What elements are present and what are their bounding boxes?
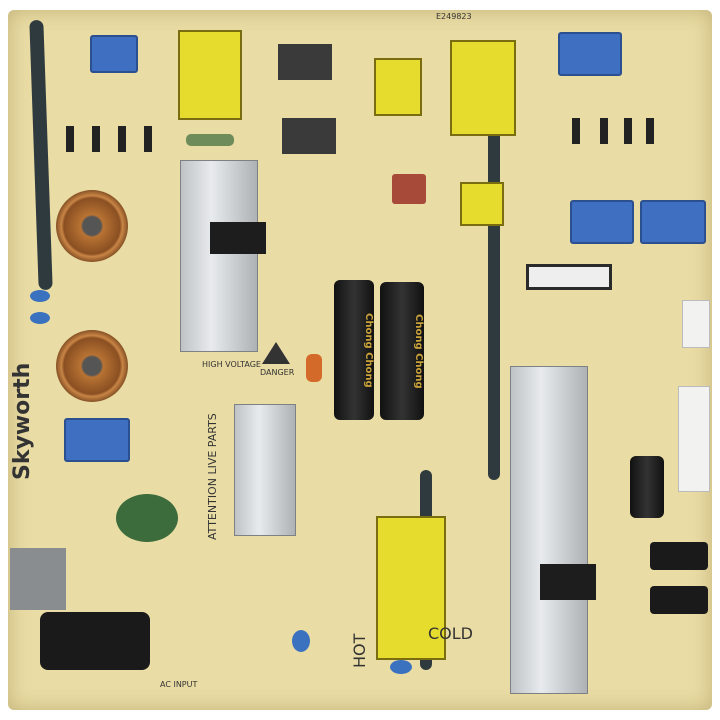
y-capacitor	[570, 200, 634, 244]
main-transformer	[376, 516, 446, 660]
resistor	[186, 134, 234, 146]
bulk-capacitor: Chong Chong	[380, 282, 424, 420]
output-capacitor	[630, 456, 664, 518]
x-capacitor	[558, 32, 622, 76]
transformer	[450, 40, 516, 136]
bulk-capacitor: Chong Chong	[334, 280, 374, 420]
output-capacitor	[650, 586, 708, 614]
diode	[572, 118, 580, 144]
y-capacitor-disc	[390, 660, 412, 674]
transformer	[460, 182, 504, 226]
y-capacitor-disc	[292, 630, 310, 652]
transistor	[282, 118, 336, 154]
cert-number: E249823	[436, 12, 472, 21]
diode	[66, 126, 74, 152]
x-capacitor	[64, 418, 130, 462]
capacitor	[306, 354, 322, 382]
y-capacitor-disc	[30, 290, 50, 302]
inductor	[10, 548, 66, 610]
diode	[600, 118, 608, 144]
diode	[646, 118, 654, 144]
transformer	[178, 30, 242, 120]
x-capacitor	[90, 35, 138, 73]
barcode-label	[526, 264, 612, 290]
common-mode-choke	[56, 330, 128, 402]
heatsink	[510, 366, 588, 694]
y-capacitor-disc	[30, 312, 50, 324]
diode	[118, 126, 126, 152]
hot-label: HOT	[350, 633, 369, 668]
varistor	[116, 494, 178, 542]
diode	[144, 126, 152, 152]
heatsink	[180, 160, 258, 352]
output-connector[interactable]	[678, 386, 710, 492]
danger-label: DANGER	[260, 368, 295, 377]
y-capacitor	[640, 200, 706, 244]
ac-input-label: AC INPUT	[160, 680, 198, 689]
brand-logo: Skyworth	[10, 362, 35, 480]
film-capacitor	[392, 174, 426, 204]
high-voltage-label: HIGH VOLTAGE	[202, 360, 261, 369]
diode	[624, 118, 632, 144]
bridge-rectifier	[278, 44, 332, 80]
cold-label: COLD	[428, 624, 473, 643]
mosfet	[210, 222, 266, 254]
ac-inlet-connector[interactable]	[40, 612, 150, 670]
transformer	[374, 58, 422, 116]
output-capacitor	[650, 542, 708, 570]
diode	[92, 126, 100, 152]
danger-triangle-icon	[262, 342, 290, 364]
mosfet	[540, 564, 596, 600]
isolation-slot-center	[488, 60, 500, 480]
signal-connector[interactable]	[682, 300, 710, 348]
attention-label: ATTENTION LIVE PARTS	[206, 413, 219, 540]
common-mode-choke	[56, 190, 128, 262]
relay-shield	[234, 404, 296, 536]
